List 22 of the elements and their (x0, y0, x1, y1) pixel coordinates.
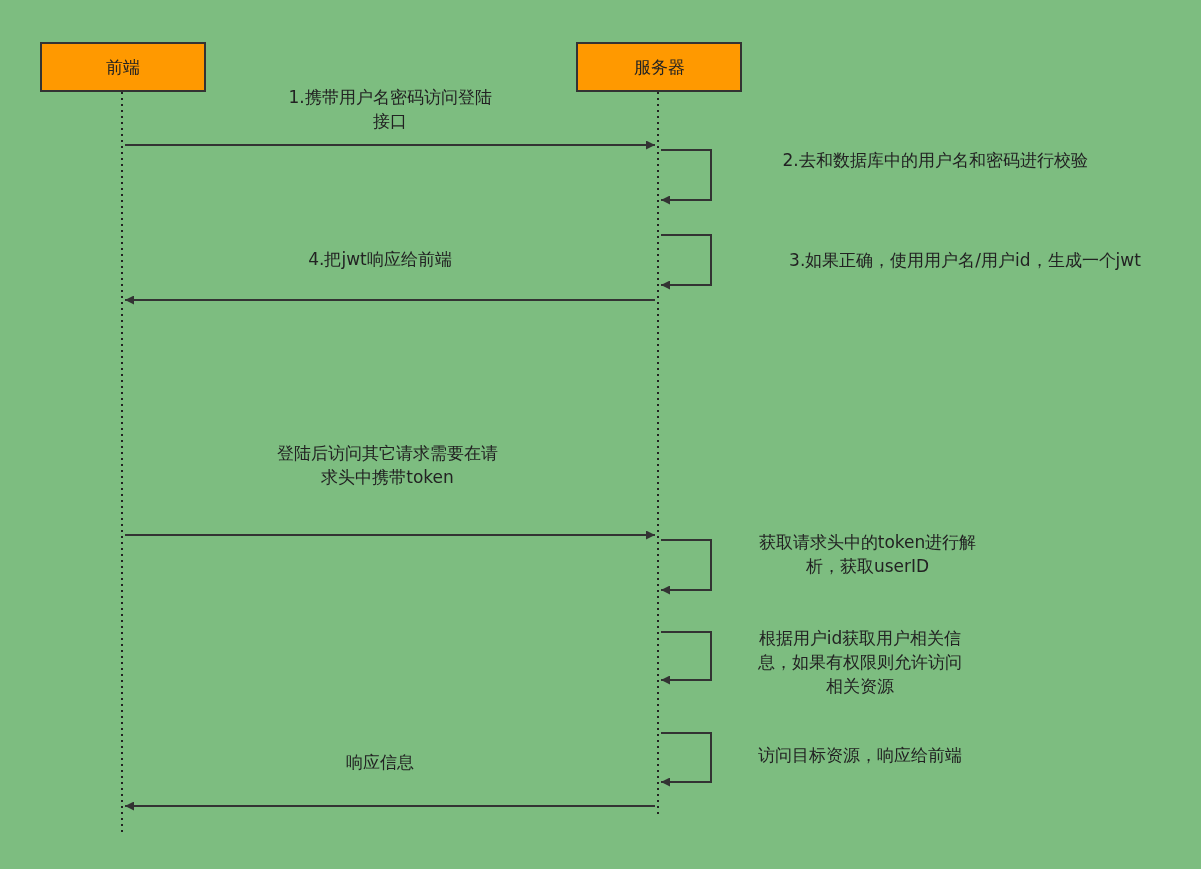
edge-label: 获取请求头中的token进行解析，获取userID (757, 531, 978, 578)
edge-label: 访问目标资源，响应给前端 (757, 744, 963, 767)
edge-label: 响应信息 (345, 751, 415, 774)
arrow (660, 234, 712, 290)
arrow (660, 539, 712, 595)
edge-label: 3.如果正确，使用用户名/用户id，生成一个jwt (788, 249, 1142, 272)
arrow (124, 140, 656, 150)
arrow (124, 801, 656, 811)
lifeline (655, 92, 661, 815)
edge-label: 登陆后访问其它请求需要在请求头中携带token (276, 442, 499, 489)
arrow (660, 631, 712, 685)
lifeline (119, 92, 125, 835)
arrow (124, 530, 656, 540)
arrow (660, 732, 712, 787)
participant-box: 服务器 (576, 42, 742, 92)
arrow (660, 149, 712, 205)
edge-label: 根据用户id获取用户相关信息，如果有权限则允许访问相关资源 (757, 627, 963, 698)
participant-box: 前端 (40, 42, 206, 92)
edge-label: 1.携带用户名密码访问登陆接口 (287, 86, 493, 133)
edge-label: 2.去和数据库中的用户名和密码进行校验 (781, 149, 1089, 172)
arrow (124, 295, 656, 305)
edge-label: 4.把jwt响应给前端 (307, 248, 453, 271)
